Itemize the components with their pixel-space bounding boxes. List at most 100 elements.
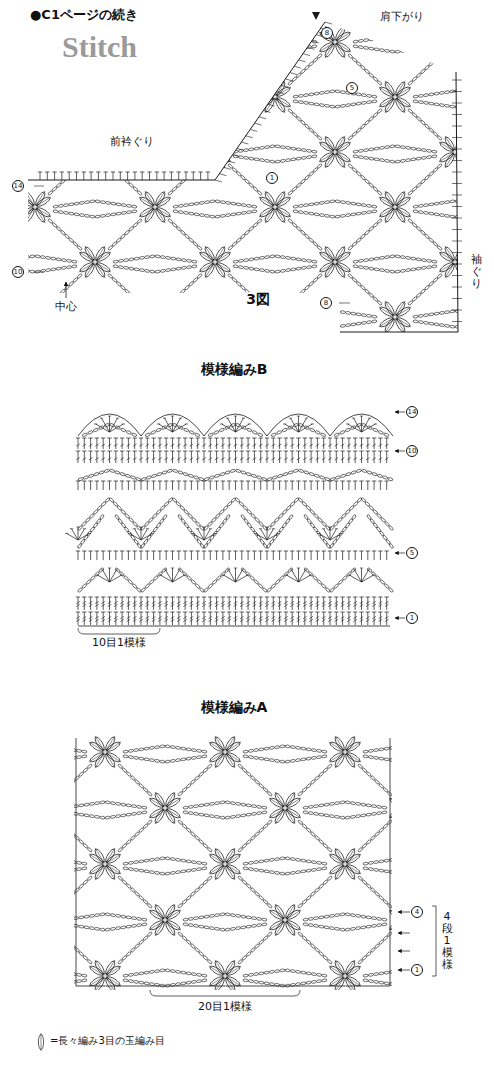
chain-stitch (139, 36, 145, 39)
chain-stitch (3, 156, 9, 159)
chain-stitch (483, 46, 489, 49)
chain-stitch (264, 269, 270, 272)
chain-stitch (476, 203, 482, 206)
chain-stitch (434, 312, 440, 315)
chain-stitch (14, 257, 20, 260)
chain-stitch (471, 312, 477, 315)
stitch-top (296, 597, 300, 598)
puff-stitch (264, 318, 276, 333)
tall-stitch (241, 612, 242, 625)
puff-stitch (156, 196, 171, 208)
puff-stitch (444, 26, 456, 41)
chain-stitch (429, 203, 435, 206)
chain-stitch (288, 300, 294, 305)
chain-stitch (60, 230, 66, 235)
tall-stitch (342, 597, 343, 610)
chain-stitch (366, 320, 372, 323)
chain-stitch (240, 65, 246, 70)
chain-stitch (56, 267, 62, 270)
chain-stitch (476, 93, 482, 96)
puff-stitch (144, 81, 156, 96)
chain-stitch (374, 158, 380, 161)
chain-stitch (228, 245, 234, 250)
chain-stitch (68, 128, 74, 133)
chain-stitch (330, 325, 336, 328)
stitch-tick (171, 604, 175, 606)
stitch-tick (234, 601, 238, 603)
chain-stitch (395, 145, 401, 148)
chain-stitch (395, 270, 401, 273)
puff-stitch (456, 261, 471, 273)
chain-stitch (298, 204, 304, 207)
chain-stitch (188, 61, 194, 66)
tall-stitch (142, 172, 143, 180)
tall-stitch (120, 172, 121, 180)
chain-stitch (236, 313, 242, 316)
tall-stitch (273, 597, 274, 610)
center-ring (33, 205, 38, 210)
chain-stitch (186, 265, 192, 268)
chain-stitch (351, 312, 357, 315)
stitch-tick (177, 604, 181, 606)
chain-stitch (231, 312, 237, 315)
chain-stitch (352, 57, 358, 62)
puff-stitch (34, 81, 46, 96)
tall-stitch (47, 172, 48, 180)
chain-stitch (171, 147, 177, 150)
chain-stitch (184, 234, 190, 239)
chain-stitch (428, 281, 434, 286)
chain-stitch (53, 210, 59, 213)
chain-stitch (225, 323, 231, 326)
chain-stitch (363, 46, 369, 49)
chain-stitch (95, 90, 101, 93)
row-leader (339, 303, 350, 304)
stitch-top (277, 597, 281, 598)
chain-stitch (180, 289, 186, 294)
stitch-top (322, 597, 326, 598)
chain-stitch (366, 100, 372, 103)
puff-stem (319, 153, 334, 163)
chain-stitch (416, 183, 422, 188)
chain-stitch (444, 90, 450, 93)
chain-stitch (468, 53, 474, 58)
puff-stitch (214, 263, 226, 278)
chain-stitch (304, 65, 310, 70)
tall-stitch (235, 612, 236, 625)
chain-stitch (412, 76, 418, 81)
chain-stitch (306, 155, 312, 158)
stitch-tick (177, 619, 181, 621)
chain-stitch (194, 323, 200, 326)
chain-stitch (178, 204, 184, 207)
chain-stitch (348, 53, 354, 58)
chain-stitch (19, 256, 25, 259)
chain-stitch (432, 45, 438, 48)
center-ring (153, 205, 158, 210)
chain-stitch (112, 167, 118, 172)
chain-stitch (270, 35, 276, 38)
chain-stitch (40, 49, 46, 52)
chain-stitch (178, 94, 184, 97)
chain-stitch (481, 93, 487, 96)
chain-stitch (172, 112, 178, 117)
chain-stitch (366, 210, 372, 213)
chain-stitch (488, 293, 494, 298)
puff-stem (445, 26, 455, 41)
tall-stitch (292, 612, 293, 625)
puff-stem (156, 98, 171, 108)
stitch-tick (328, 616, 332, 618)
puff-stem (36, 301, 46, 316)
chain-stitch (319, 213, 325, 216)
chain-stitch (100, 214, 106, 217)
chain-stitch (248, 226, 254, 231)
chain-stitch (64, 124, 70, 129)
chain-stitch (270, 160, 276, 163)
stitch-top (145, 612, 149, 613)
center-arrow (66, 282, 67, 298)
chain-stitch (246, 204, 252, 207)
chain-stitch (176, 258, 182, 261)
tall-stitch (204, 597, 205, 610)
puff-stem (19, 307, 34, 317)
chain-stitch (348, 163, 354, 168)
stitch-tick (158, 616, 162, 618)
chain-stitch (484, 69, 490, 74)
